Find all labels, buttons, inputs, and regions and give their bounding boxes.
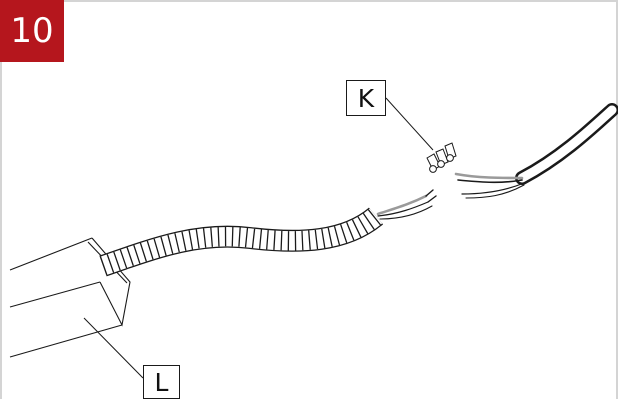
step-badge-background (0, 0, 64, 62)
step-number-badge: 10 (10, 11, 54, 51)
supply-cable (454, 103, 618, 199)
callout-label-l: L (143, 365, 180, 399)
callout-label-k: K (346, 80, 386, 116)
flexible-conduit-ribs (99, 208, 383, 276)
conduit-wires (376, 189, 437, 220)
callout-leaders (83, 97, 434, 379)
wire-connectors (426, 142, 457, 173)
